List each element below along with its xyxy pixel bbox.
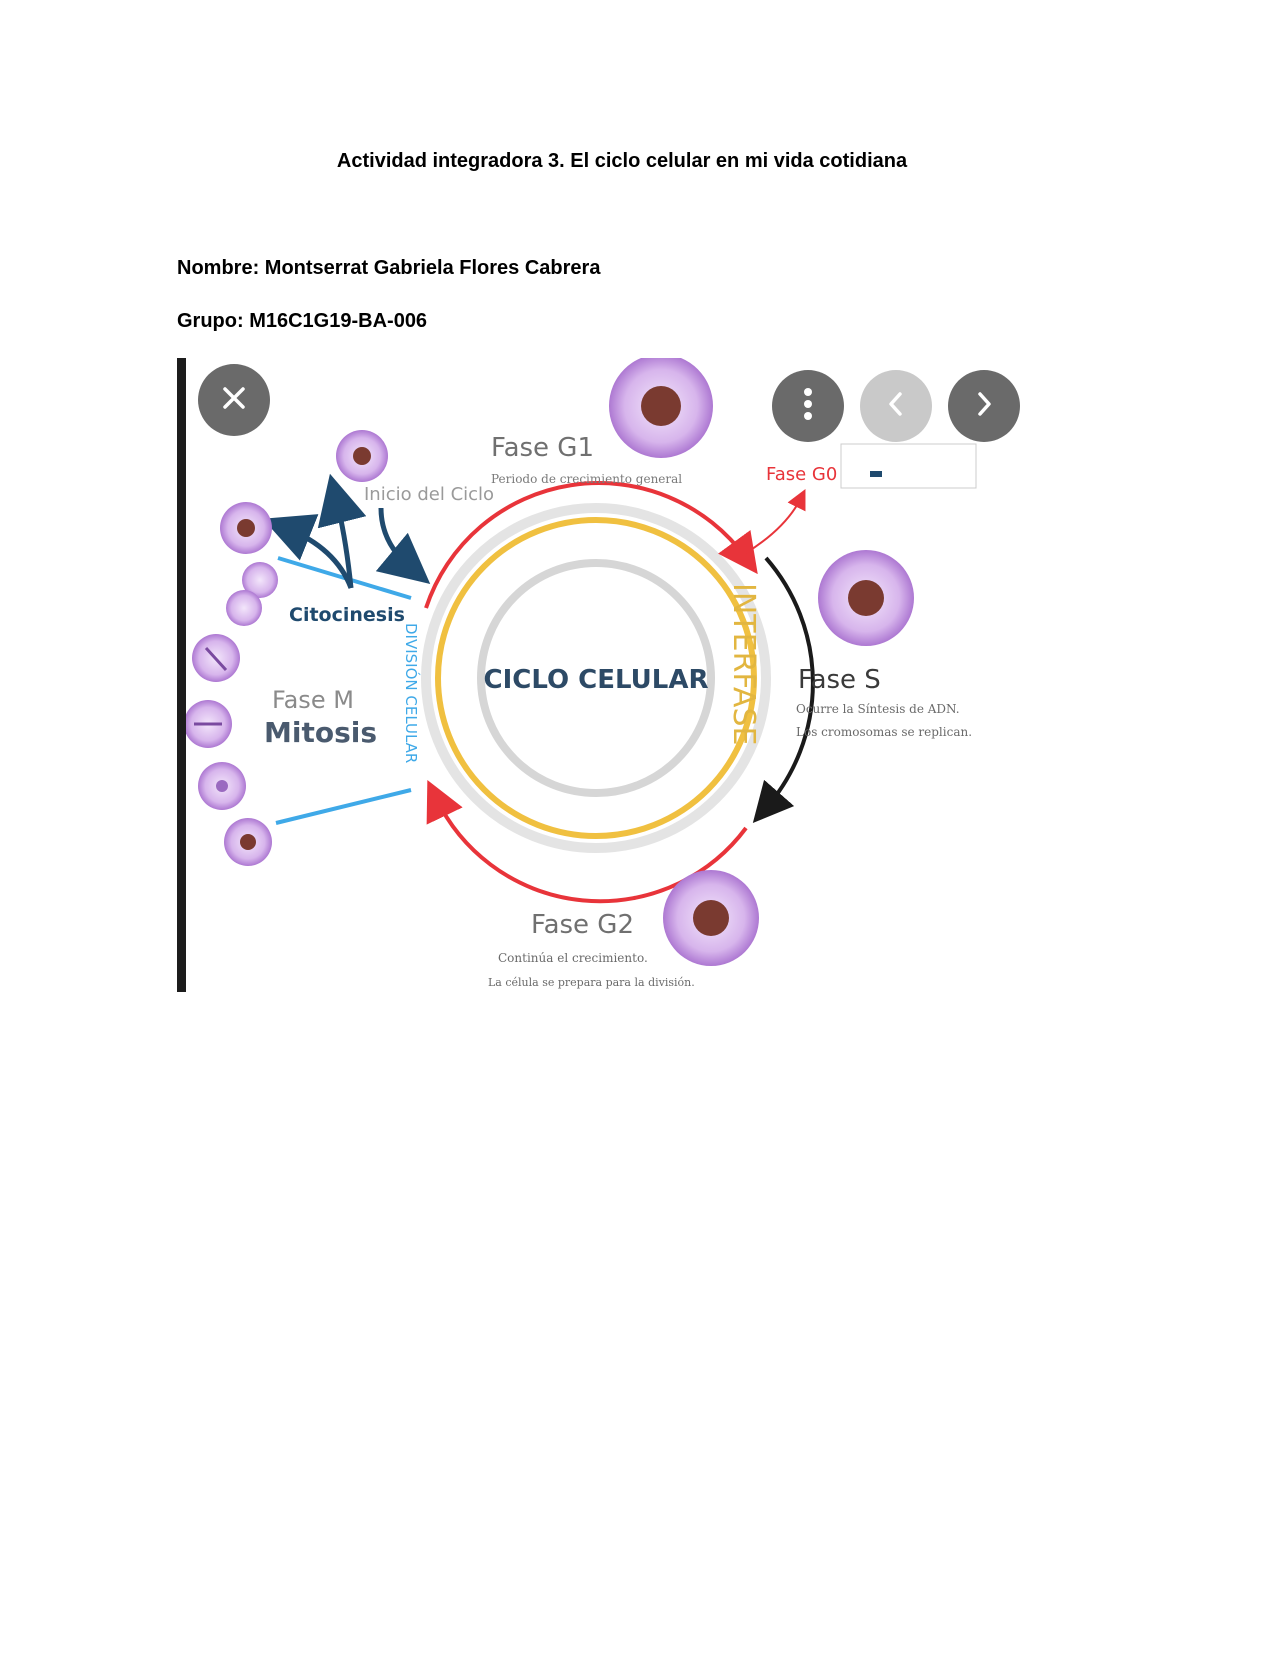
chevron-left-icon bbox=[885, 391, 907, 422]
document-title: Actividad integradora 3. El ciclo celula… bbox=[336, 150, 908, 172]
yellow-ring bbox=[435, 517, 757, 839]
division-label: DIVISIÓN CELULAR bbox=[402, 623, 421, 763]
s-desc-1: Ocurre la Síntesis de ADN. bbox=[796, 702, 960, 716]
previous-button[interactable] bbox=[860, 370, 932, 442]
g0-arrow bbox=[745, 489, 806, 554]
cell-mitosis-1 bbox=[220, 502, 272, 554]
next-button[interactable] bbox=[948, 370, 1020, 442]
cell-mitosis-3 bbox=[192, 634, 240, 682]
group-code: Grupo: M16C1G19-BA-006 bbox=[177, 310, 428, 332]
center-label: CICLO CELULAR bbox=[484, 665, 709, 695]
cytokinesis-label: Citocinesis bbox=[289, 604, 405, 626]
cell-cycle-diagram: CICLO CELULAR INTERFASE DIVISIÓN CELULAR… bbox=[186, 358, 977, 989]
outer-gray-ring bbox=[421, 503, 771, 853]
chevron-right-icon bbox=[973, 391, 995, 422]
g2-title: Fase G2 bbox=[531, 910, 634, 940]
cell-mitosis-5 bbox=[198, 762, 246, 810]
cell-g2 bbox=[663, 870, 759, 966]
g1-title: Fase G1 bbox=[491, 433, 594, 463]
cell-start bbox=[336, 430, 388, 482]
entry-arrow bbox=[375, 507, 431, 585]
g2-desc-2: La célula se prepara para la división. bbox=[488, 976, 695, 989]
interfase-label: INTERFASE bbox=[726, 583, 761, 745]
s-phase-arrow bbox=[752, 556, 815, 824]
student-name: Nombre: Montserrat Gabriela Flores Cabre… bbox=[177, 257, 601, 279]
g1-arrow bbox=[424, 481, 758, 609]
exit-arrow-2 bbox=[317, 473, 367, 589]
more-vertical-icon bbox=[803, 387, 813, 426]
close-icon bbox=[219, 383, 249, 418]
close-button[interactable] bbox=[198, 364, 270, 436]
g2-arrow bbox=[426, 779, 748, 904]
g0-inset bbox=[840, 443, 977, 489]
cell-mitosis-2 bbox=[226, 562, 278, 626]
more-options-button[interactable] bbox=[772, 370, 844, 442]
start-label: Inicio del Ciclo bbox=[364, 484, 494, 505]
g0-label: Fase G0 bbox=[766, 464, 837, 485]
exit-arrow-1 bbox=[262, 514, 354, 589]
phase-m-label: Fase M bbox=[272, 686, 354, 714]
cell-mitosis-6 bbox=[224, 818, 272, 866]
cell-s bbox=[818, 550, 914, 646]
s-title: Fase S bbox=[798, 665, 881, 695]
g1-desc: Periodo de crecimiento general bbox=[491, 472, 682, 486]
g2-desc-1: Continúa el crecimiento. bbox=[498, 951, 648, 965]
s-desc-2: Los cromosomas se replican. bbox=[796, 725, 972, 739]
cell-cycle-image: CICLO CELULAR INTERFASE DIVISIÓN CELULAR… bbox=[177, 358, 1025, 992]
mitosis-line bbox=[275, 788, 412, 825]
cell-g1 bbox=[609, 358, 713, 458]
cell-mitosis-4 bbox=[186, 700, 232, 748]
inner-gray-ring bbox=[477, 559, 715, 797]
mitosis-label: Mitosis bbox=[264, 716, 377, 749]
